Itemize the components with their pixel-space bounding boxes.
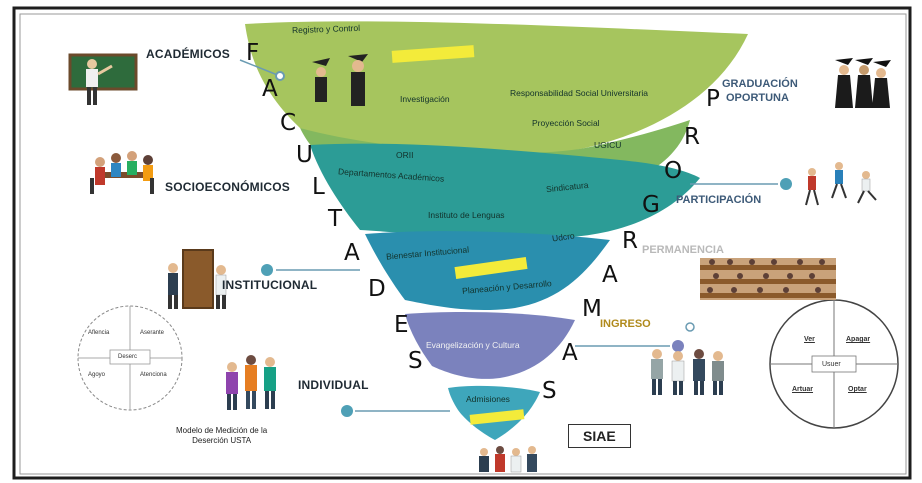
facultades-letter-3: C [280,110,297,136]
facultades-letter-9: E [394,312,409,338]
funnel-label-investigacion: Investigación [400,94,450,104]
connector-academicos [239,59,281,77]
right-circle-center: Usuer [822,361,841,368]
connector-dot-academicos [275,71,285,81]
model-note-line-2: Deserción USTA [192,436,252,445]
funnel-label-admisiones: Admisiones [466,394,510,404]
right-circle-diagram [769,299,899,429]
facultades-letter-5: L [312,174,325,200]
label-oportuna: OPORTUNA [726,92,789,104]
outer-frame [12,6,912,480]
label-graduacion: GRADUACIÓN [722,78,798,90]
funnel-band-3 [310,143,700,239]
participation-people-picture [805,162,877,206]
programas-letter-4: G [642,192,660,218]
facultades-letter-2: A [262,76,278,102]
model-note: Modelo de Medición de la Deserción USTA [176,426,267,446]
left-circle-center: Deserc [118,354,138,360]
siae-box: SIAE [568,424,631,448]
funnel-label-proyeccion: Proyección Social [532,118,600,128]
funnel-label-orii: ORII [396,150,414,160]
funnel-band-5 [405,312,575,379]
programas-letter-1: P [706,86,720,112]
facultades-letter-7: A [344,240,360,266]
label-socioeconomicos: SOCIOECONÓMICOS [165,180,291,194]
left-circle-diagram [77,305,183,411]
socioeconomic-group-picture [90,151,154,194]
facultades-letter-8: D [368,276,386,302]
left-circle-q2: Aserante [140,330,165,336]
connector-dot-individual [341,405,353,417]
programas-letter-8: A [562,340,578,366]
programas-letter-9: S [542,378,557,404]
label-individual: INDIVIDUAL [298,378,369,392]
classroom-picture [700,258,836,300]
programas-letter-5: R [622,228,638,254]
inner-frame [19,13,907,475]
graduates-in-funnel-picture [312,54,368,106]
facultades-letter-6: T [328,206,343,232]
label-academicos: ACADÉMICOS [146,47,231,61]
left-circle-q3: Agoyo [88,372,106,378]
programas-letter-6: A [602,262,618,288]
left-circle-q4: Atenciona [140,372,167,378]
highlight-strip-bottom [469,409,525,425]
individual-people-picture [226,355,276,410]
facultades-letter-1: F [246,40,260,66]
connector-dot-ingreso-top [685,322,695,332]
graduates-top-right-picture [835,58,891,108]
right-circle-q1: Ver [804,336,815,343]
highlight-strip-top [391,45,475,63]
teacher-board-picture [68,53,138,105]
highlight-strip-middle [454,257,528,279]
label-ingreso: INGRESO [600,318,651,330]
right-circle-q3: Artuar [792,386,814,393]
label-institucional: INSTITUCIONAL [222,278,318,292]
label-permanencia: PERMANENCIA [642,244,724,256]
connector-dot-institucional [261,264,273,276]
ingreso-people-picture [651,349,724,395]
right-circle-q2: Apagar [846,336,871,343]
institutional-door-picture [168,249,227,309]
connector-dot-participacion [780,178,792,190]
funnel-label-rsu: Responsabilidad Social Universitaria [510,88,648,98]
programas-letter-7: M [582,296,602,322]
programas-letter-2: R [684,124,700,150]
facultades-letter-10: S [408,348,423,374]
funnel-label-evangelizacion: Evangelización y Cultura [426,340,520,350]
programas-letter-3: O [664,158,683,184]
model-note-line-1: Modelo de Medición de la [176,426,268,435]
bottom-group-picture [479,446,537,473]
right-circle-q4: Optar [848,386,867,393]
label-participacion: PARTICIPACIÓN [676,194,762,206]
funnel-band-1 [245,21,748,158]
funnel-label-instituto: Instituto de Lenguas [428,210,505,220]
facultades-letter-4: U [296,142,313,168]
connector-dot-ingreso [672,340,684,352]
left-circle-q1: Aflencia [88,330,110,336]
funnel-label-ugicu: UGICU [594,140,622,150]
